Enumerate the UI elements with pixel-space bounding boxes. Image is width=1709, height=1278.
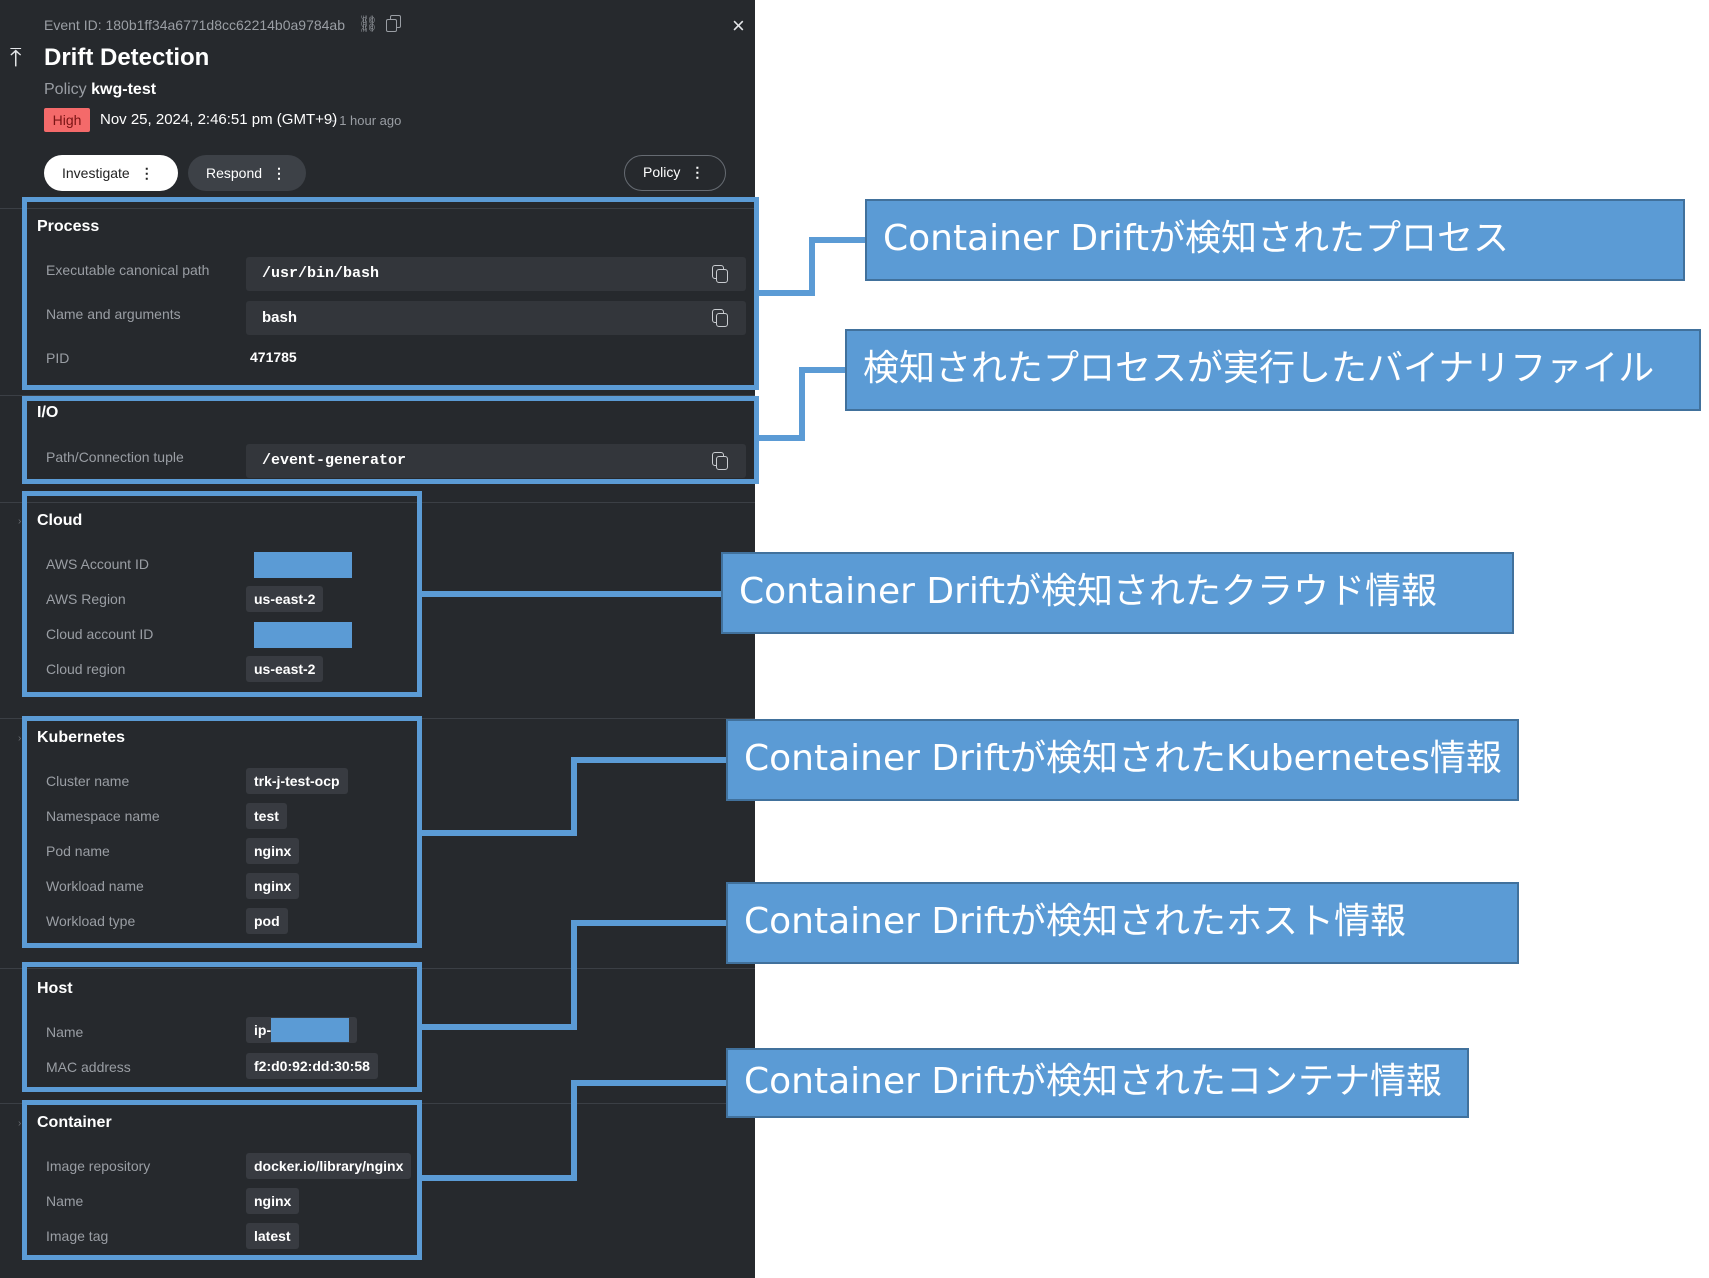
cloud-region-label: Cloud region <box>46 661 126 677</box>
relative-time: ~ 1 hour ago <box>328 113 402 128</box>
policy-label: Policy <box>44 81 87 98</box>
link-icon[interactable]: ⛓ <box>358 16 379 33</box>
args-value: bash <box>262 309 298 326</box>
host-name-value: ip- <box>246 1017 358 1043</box>
cloud-section-title: Cloud <box>37 512 83 529</box>
image-tag-label: Image tag <box>46 1228 109 1244</box>
mac-address-value: f2:d0:92:dd:30:58 <box>246 1053 378 1079</box>
more-icon: ⋮ <box>272 165 287 181</box>
copy-icon[interactable] <box>712 452 728 470</box>
divider <box>0 502 755 503</box>
severity-badge: High <box>44 108 90 132</box>
workload-type-value: pod <box>246 908 288 934</box>
policy-line: Policy kwg-test <box>44 81 156 99</box>
more-icon: ⋮ <box>139 165 154 181</box>
process-section-title: Process <box>37 218 100 235</box>
policy-value[interactable]: kwg-test <box>91 81 157 98</box>
highlight-process <box>22 197 759 390</box>
workload-type-label: Workload type <box>46 913 136 929</box>
path-tuple-value: /event-generator <box>262 452 407 469</box>
container-name-label: Name <box>46 1193 84 1209</box>
image-repo-label: Image repository <box>46 1158 151 1174</box>
host-name-prefix: ip- <box>254 1022 272 1038</box>
exe-path-field: /usr/bin/bash <box>246 257 746 291</box>
connector-process <box>759 237 866 296</box>
respond-button[interactable]: Respond ⋮ <box>188 155 306 191</box>
respond-label: Respond <box>206 165 263 181</box>
aws-region-value: us-east-2 <box>246 586 324 612</box>
event-id: Event ID: 180b1ff34a6771d8cc62214b0a9784… <box>44 17 346 33</box>
investigate-label: Investigate <box>62 165 130 181</box>
divider <box>0 208 755 209</box>
mac-address-label: MAC address <box>46 1059 131 1075</box>
namespace-value: test <box>246 803 287 829</box>
pid-value: 471785 <box>250 349 297 365</box>
cloud-region-value: us-east-2 <box>246 656 324 682</box>
redacted-cloud-account-id <box>254 622 352 648</box>
highlight-cloud <box>22 491 422 697</box>
connector-container <box>422 1080 727 1181</box>
policy-button[interactable]: Policy ⋮ <box>624 155 726 191</box>
policy-button-label: Policy <box>643 164 681 180</box>
callout-container: Container Driftが検知されたコンテナ情報 <box>726 1048 1469 1118</box>
more-icon: ⋮ <box>690 164 705 180</box>
io-section-title: I/O <box>37 404 59 421</box>
callout-host: Container Driftが検知されたホスト情報 <box>726 882 1519 964</box>
event-timestamp: Nov 25, 2024, 2:46:51 pm (GMT+9) <box>100 111 338 128</box>
container-name-value: nginx <box>246 1188 300 1214</box>
collapse-arrow-icon[interactable]: › <box>18 1118 22 1129</box>
aws-region-label: AWS Region <box>46 591 126 607</box>
callout-io: 検知されたプロセスが実行したバイナリファイル <box>845 329 1701 411</box>
redacted-aws-account-id <box>254 552 352 578</box>
host-name-label: Name <box>46 1024 84 1040</box>
workload-name-label: Workload name <box>46 878 144 894</box>
highlight-container <box>22 1100 422 1260</box>
divider <box>0 968 755 969</box>
collapse-arrow-icon[interactable]: › <box>18 516 22 527</box>
exe-path-value: /usr/bin/bash <box>262 265 380 282</box>
copy-icon[interactable] <box>712 309 728 327</box>
namespace-label: Namespace name <box>46 808 160 824</box>
cluster-name-value: trk-j-test-ocp <box>246 768 348 794</box>
divider <box>0 395 755 396</box>
pod-name-label: Pod name <box>46 843 110 859</box>
container-section-title: Container <box>37 1114 112 1131</box>
path-tuple-field: /event-generator <box>246 444 746 478</box>
kubernetes-section-title: Kubernetes <box>37 729 126 746</box>
args-label: Name and arguments <box>46 306 181 322</box>
investigate-button[interactable]: Investigate ⋮ <box>44 155 178 191</box>
callout-cloud: Container Driftが検知されたクラウド情報 <box>721 552 1514 634</box>
copy-event-id-icon[interactable] <box>386 15 401 32</box>
drift-detection-icon: ⤒ <box>10 42 22 72</box>
path-tuple-label: Path/Connection tuple <box>46 449 184 465</box>
pod-name-value: nginx <box>246 838 300 864</box>
image-repo-value: docker.io/library/nginx <box>246 1153 412 1179</box>
callout-process: Container Driftが検知されたプロセス <box>865 199 1685 281</box>
pid-label: PID <box>46 350 70 366</box>
page-title: Drift Detection <box>44 44 210 71</box>
host-section-title: Host <box>37 980 73 997</box>
callout-kubernetes: Container Driftが検知されたKubernetes情報 <box>726 719 1519 801</box>
connector-io <box>759 367 846 441</box>
aws-account-label: AWS Account ID <box>46 556 149 572</box>
image-tag-value: latest <box>246 1223 299 1249</box>
connector-host <box>422 920 727 1030</box>
cloud-account-label: Cloud account ID <box>46 626 154 642</box>
exe-path-label: Executable canonical path <box>46 262 210 278</box>
collapse-arrow-icon[interactable]: › <box>18 733 22 744</box>
connector-kubernetes <box>422 757 727 836</box>
close-icon[interactable]: × <box>732 13 745 38</box>
workload-name-value: nginx <box>246 873 300 899</box>
cluster-name-label: Cluster name <box>46 773 130 789</box>
highlight-io <box>22 396 759 484</box>
copy-icon[interactable] <box>712 265 728 283</box>
args-field: bash <box>246 301 746 335</box>
highlight-host <box>22 962 422 1092</box>
redacted-host-name <box>271 1018 350 1042</box>
highlight-kubernetes <box>22 716 422 948</box>
event-detail-panel: Event ID: 180b1ff34a6771d8cc62214b0a9784… <box>0 0 755 1278</box>
